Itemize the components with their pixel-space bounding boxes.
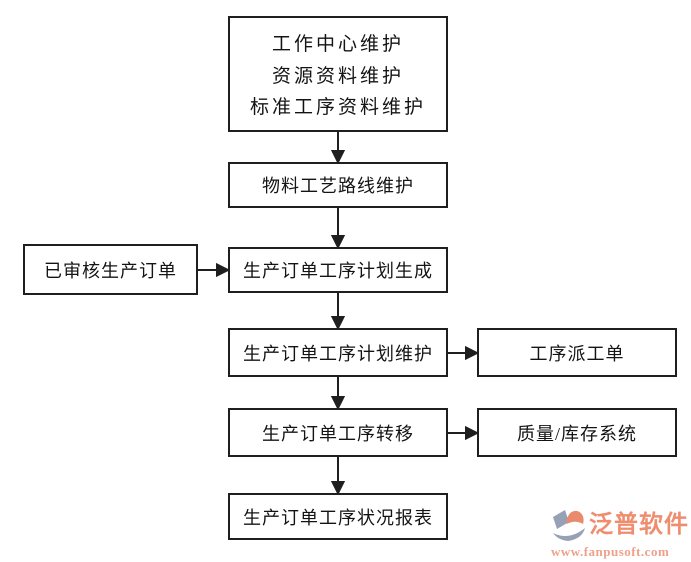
arrowhead-right-icon [465,425,480,441]
brand-website: www.fanpusoft.com [551,544,670,559]
node-label: 质量/库存系统 [516,423,637,444]
arrowhead-down-icon [330,396,346,411]
node-label: 工序派工单 [529,343,625,364]
node-process-plan-generate: 生产订单工序计划生成 [228,247,448,293]
node-approved-production-order: 已审核生产订单 [23,244,198,295]
logo-crescent-shape [553,528,585,541]
node-dispatch-ticket: 工序派工单 [477,328,677,377]
node-label: 标准工序资料维护 [249,97,426,119]
fanpusoft-logo: 泛普软件 www.fanpusoft.com [551,507,691,560]
arrowhead-down-icon [330,316,346,331]
node-label: 已审核生产订单 [44,260,177,281]
node-label: 物料工艺路线维护 [262,176,414,196]
node-label: 生产订单工序计划维护 [243,343,433,364]
node-process-transfer: 生产订单工序转移 [228,408,448,457]
node-quality-inventory-system: 质量/库存系统 [477,408,677,457]
node-label: 生产订单工序计划生成 [243,261,433,281]
node-label: 生产订单工序状况报表 [243,507,433,528]
logo-dome-shape [566,510,584,524]
arrowhead-down-icon [330,235,346,250]
arrowhead-down-icon [330,150,346,165]
node-status-report: 生产订单工序状况报表 [228,493,448,540]
node-label: 资源资料维护 [271,65,404,87]
node-label: 工作中心维护 [271,33,404,55]
logo-wedge-shape [553,510,569,529]
node-process-plan-maintain: 生产订单工序计划维护 [228,328,448,377]
arrowhead-down-icon [330,481,346,496]
node-material-routing: 物料工艺路线维护 [228,162,448,208]
arrowhead-right-icon [465,345,480,361]
node-label: 生产订单工序转移 [262,423,414,444]
arrowhead-right-icon [216,262,231,278]
node-master-data: 工作中心维护 资源资料维护 标准工序资料维护 [228,16,448,132]
fanpusoft-logo-icon [553,510,585,541]
brand-name: 泛普软件 [589,512,689,538]
